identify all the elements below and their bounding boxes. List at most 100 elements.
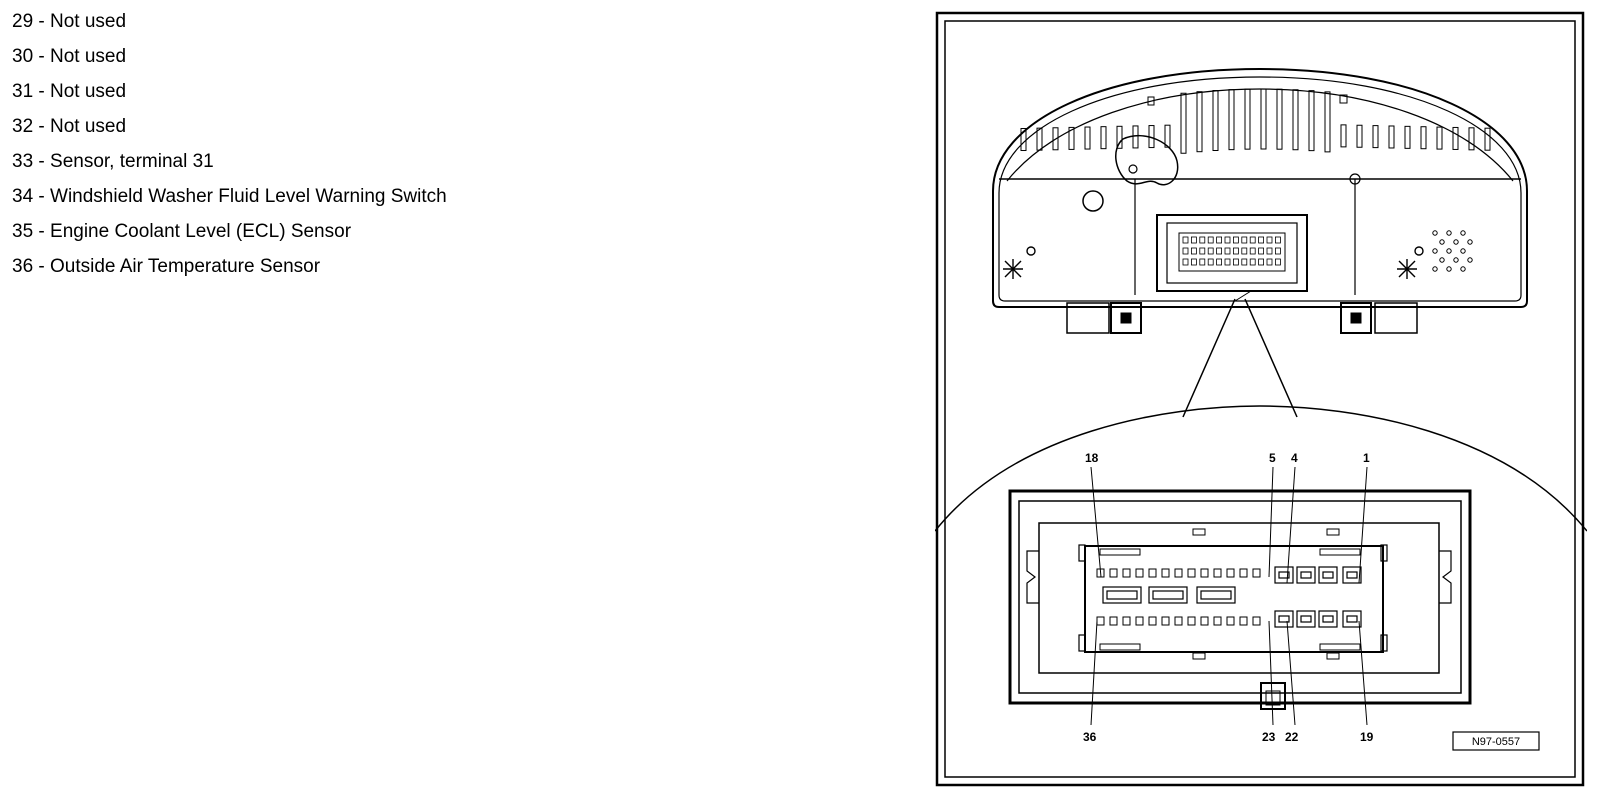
grille-hole (1453, 239, 1459, 245)
terminal-contact (1322, 571, 1334, 579)
receptacle-pin (1232, 236, 1239, 244)
receptacle-pin (1266, 247, 1273, 255)
receptacle-pin (1258, 236, 1265, 244)
grille-hole (1453, 257, 1459, 263)
grille-hole (1446, 230, 1452, 236)
large-terminal (1342, 610, 1362, 628)
vent-slot (1420, 126, 1427, 150)
latch-inner (1152, 590, 1184, 600)
pin-label-19: 19 (1360, 730, 1374, 744)
receptacle-pin (1266, 236, 1273, 244)
pin-cavity (1109, 568, 1118, 578)
legend-item: 36 - Outside Air Temperature Sensor (12, 256, 321, 277)
large-terminal (1274, 610, 1294, 628)
vent-slot (1388, 125, 1395, 149)
receptacle-pin (1190, 236, 1197, 244)
grille-hole (1439, 257, 1445, 263)
receptacle-pin (1199, 247, 1206, 255)
pin-row-bottom (1096, 616, 1261, 626)
terminal-contact (1346, 615, 1358, 623)
pin-cavity (1239, 568, 1248, 578)
vent-slot (1116, 125, 1123, 149)
legend-item: 31 - Not used (12, 81, 127, 102)
vent-slot (1340, 124, 1347, 148)
pin-row-top (1096, 568, 1261, 578)
pin-cavity (1213, 568, 1222, 578)
instrument-cluster-rear (992, 67, 1528, 334)
vent-slot (1052, 127, 1059, 151)
vent-slot (1276, 88, 1283, 150)
pin-cavity (1252, 568, 1261, 578)
vent-slot (1196, 91, 1203, 153)
vent-slot (1020, 128, 1027, 152)
pin-legend: 29 - Not used 30 - Not used 31 - Not use… (12, 4, 872, 284)
vent-slot (1180, 92, 1187, 154)
receptacle-pin (1216, 247, 1223, 255)
large-terminals (1274, 566, 1362, 628)
grille-hole (1432, 248, 1438, 254)
large-terminal (1274, 566, 1294, 584)
pin-label-5: 5 (1269, 451, 1276, 465)
receptacle-pin (1207, 258, 1214, 266)
vent-slot (1324, 91, 1331, 153)
connector-diagram: 18 5 4 1 36 23 22 19 N97-0557 (935, 11, 1587, 787)
pin-label-18: 18 (1085, 451, 1099, 465)
latch-inner (1106, 590, 1138, 600)
pin-cavity (1174, 616, 1183, 626)
pin-label-36: 36 (1083, 730, 1097, 744)
grille-hole (1446, 266, 1452, 272)
pin-cavity (1148, 568, 1157, 578)
receptacle-pin (1190, 258, 1197, 266)
vent-slot (1404, 125, 1411, 149)
terminal-contact (1278, 615, 1290, 623)
receptacle-pin (1266, 258, 1273, 266)
large-terminal (1342, 566, 1362, 584)
receptacle-pin (1216, 236, 1223, 244)
receptacle-pin (1258, 247, 1265, 255)
pin-cavity (1187, 568, 1196, 578)
receptacle-pin (1274, 247, 1281, 255)
receptacle-pin (1182, 236, 1189, 244)
pin-cavity (1187, 616, 1196, 626)
pin-cavity (1226, 616, 1235, 626)
vent-slot (1292, 89, 1299, 151)
receptacle-pin (1274, 258, 1281, 266)
receptacle-pin (1274, 236, 1281, 244)
vent-slot (1468, 127, 1475, 151)
grille-hole (1467, 257, 1473, 263)
pin-label-22: 22 (1285, 730, 1299, 744)
pin-label-1: 1 (1363, 451, 1370, 465)
pin-cavity (1109, 616, 1118, 626)
latch (1196, 586, 1236, 604)
receptacle-pin (1232, 247, 1239, 255)
pin-label-4: 4 (1291, 451, 1298, 465)
grille-hole (1439, 239, 1445, 245)
center-row-latches (1102, 586, 1236, 604)
receptacle-pin (1207, 236, 1214, 244)
receptacle-pin (1241, 258, 1248, 266)
legend-item: 32 - Not used (12, 116, 127, 137)
figure-frame-outer (935, 11, 1585, 787)
enlarged-connector (1008, 489, 1472, 710)
receptacle-pin (1249, 258, 1256, 266)
legend-item: 34 - Windshield Washer Fluid Level Warni… (12, 186, 447, 207)
receptacle-pin (1182, 258, 1189, 266)
pin-cavity (1200, 616, 1209, 626)
grille-hole (1432, 266, 1438, 272)
figure-id: N97-0557 (1472, 736, 1520, 748)
vent-slot (1484, 127, 1491, 151)
vent-slot (1212, 90, 1219, 152)
vent-slot (1228, 89, 1235, 151)
pin-cavity (1213, 616, 1222, 626)
terminal-contact (1278, 571, 1290, 579)
receptacle-pin (1249, 247, 1256, 255)
grille-hole (1460, 266, 1466, 272)
vent-slot (1260, 88, 1267, 150)
pin-cavity (1148, 616, 1157, 626)
receptacle-pins (1182, 236, 1281, 266)
receptacle-pin (1258, 258, 1265, 266)
pin-label-23: 23 (1262, 730, 1276, 744)
vent-slot (1356, 124, 1363, 148)
pin-cavity (1122, 616, 1131, 626)
receptacle-pin (1241, 236, 1248, 244)
